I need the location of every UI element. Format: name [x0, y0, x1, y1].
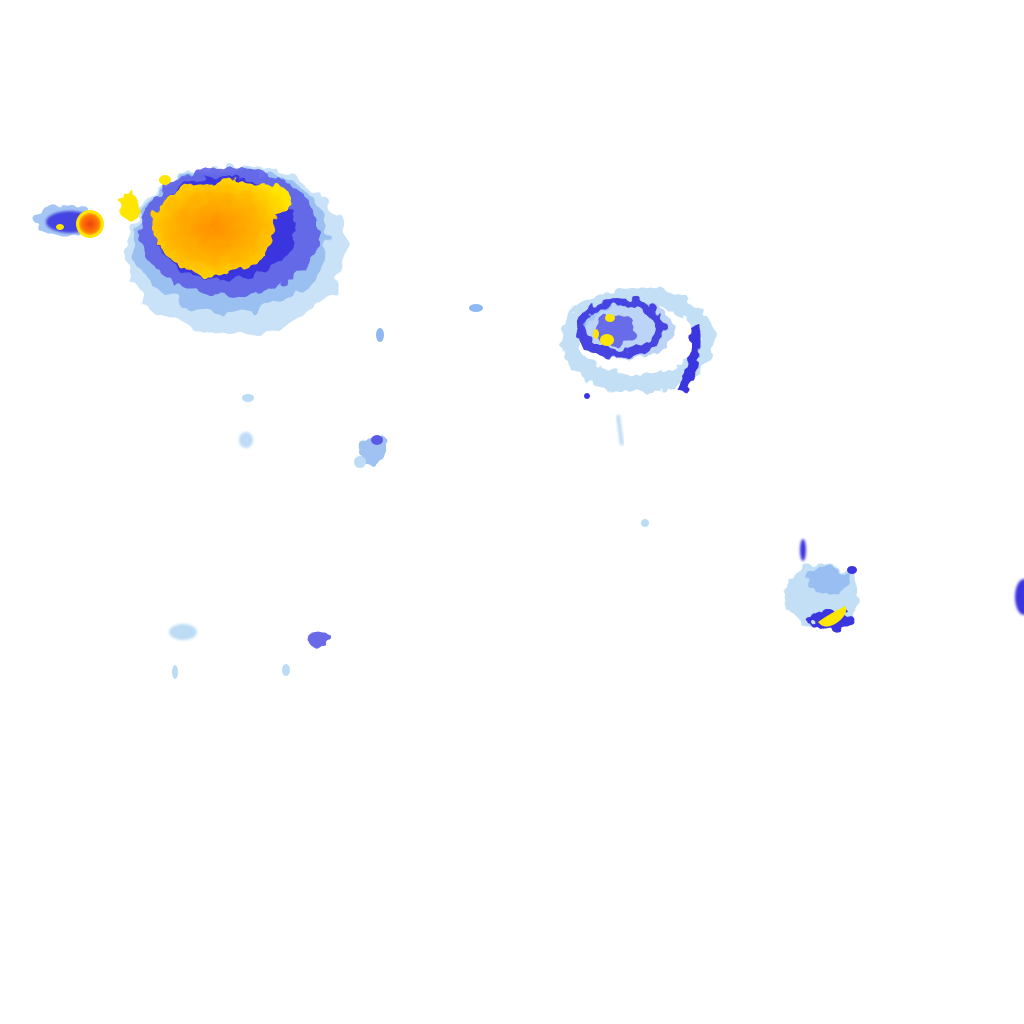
faint-patch [169, 624, 197, 640]
hot-fragment [120, 189, 140, 221]
scattered-faint-patches [169, 304, 649, 679]
faint-patch [641, 519, 649, 527]
hot-spot-core [79, 213, 101, 235]
deep-streak [800, 539, 806, 561]
faint-streak [616, 414, 624, 446]
edge-fragment-right [1015, 579, 1024, 615]
hot-core [152, 178, 291, 278]
faint-patch [308, 631, 328, 649]
hot-fragment [56, 224, 64, 230]
small-speck [584, 393, 590, 399]
ring-cluster-center-right [561, 287, 715, 446]
ring-faint [561, 287, 715, 393]
deep-fragment [847, 566, 857, 574]
hot-fragment [605, 314, 615, 322]
ring-deep [575, 297, 665, 359]
faint-patch [172, 665, 178, 679]
hot-fragment [818, 606, 847, 627]
deep-fragment [1015, 579, 1024, 615]
large-cluster-upper-left [120, 165, 345, 335]
hot-fragment [593, 329, 599, 339]
faint-patch [242, 394, 254, 402]
hot-fragment [159, 175, 171, 185]
ring-tail [678, 324, 701, 395]
small-cluster-lower-right [784, 539, 860, 630]
faint-patch [469, 304, 483, 312]
faint-patch [371, 435, 383, 445]
hot-fragment [600, 334, 614, 346]
faint-patch [376, 328, 384, 342]
small-hotspot-far-left [35, 204, 104, 238]
faint-patch [282, 664, 290, 676]
faint-patch [354, 456, 366, 468]
faint-patch [239, 432, 253, 448]
halo-light [808, 566, 848, 594]
